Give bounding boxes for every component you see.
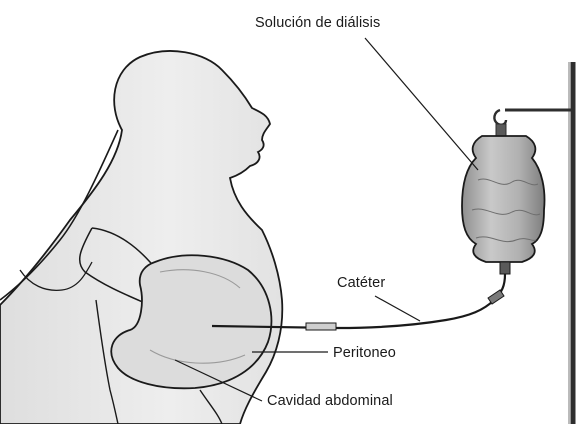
catheter-clamp	[488, 290, 504, 304]
dialysis-bag	[462, 136, 545, 274]
leader-catheter	[375, 296, 420, 321]
bag-outlet	[500, 262, 510, 274]
catheter-connector	[306, 323, 336, 330]
label-catheter: Catéter	[337, 275, 385, 291]
label-dialysis-solution: Solución de diálisis	[255, 15, 380, 31]
bag-body	[462, 136, 545, 262]
label-abdominal-cavity: Cavidad abdominal	[267, 393, 393, 409]
label-peritoneum: Peritoneo	[333, 345, 396, 361]
leader-solution	[365, 38, 478, 170]
hanging-hook-icon	[494, 110, 506, 136]
human-figure	[0, 51, 282, 424]
